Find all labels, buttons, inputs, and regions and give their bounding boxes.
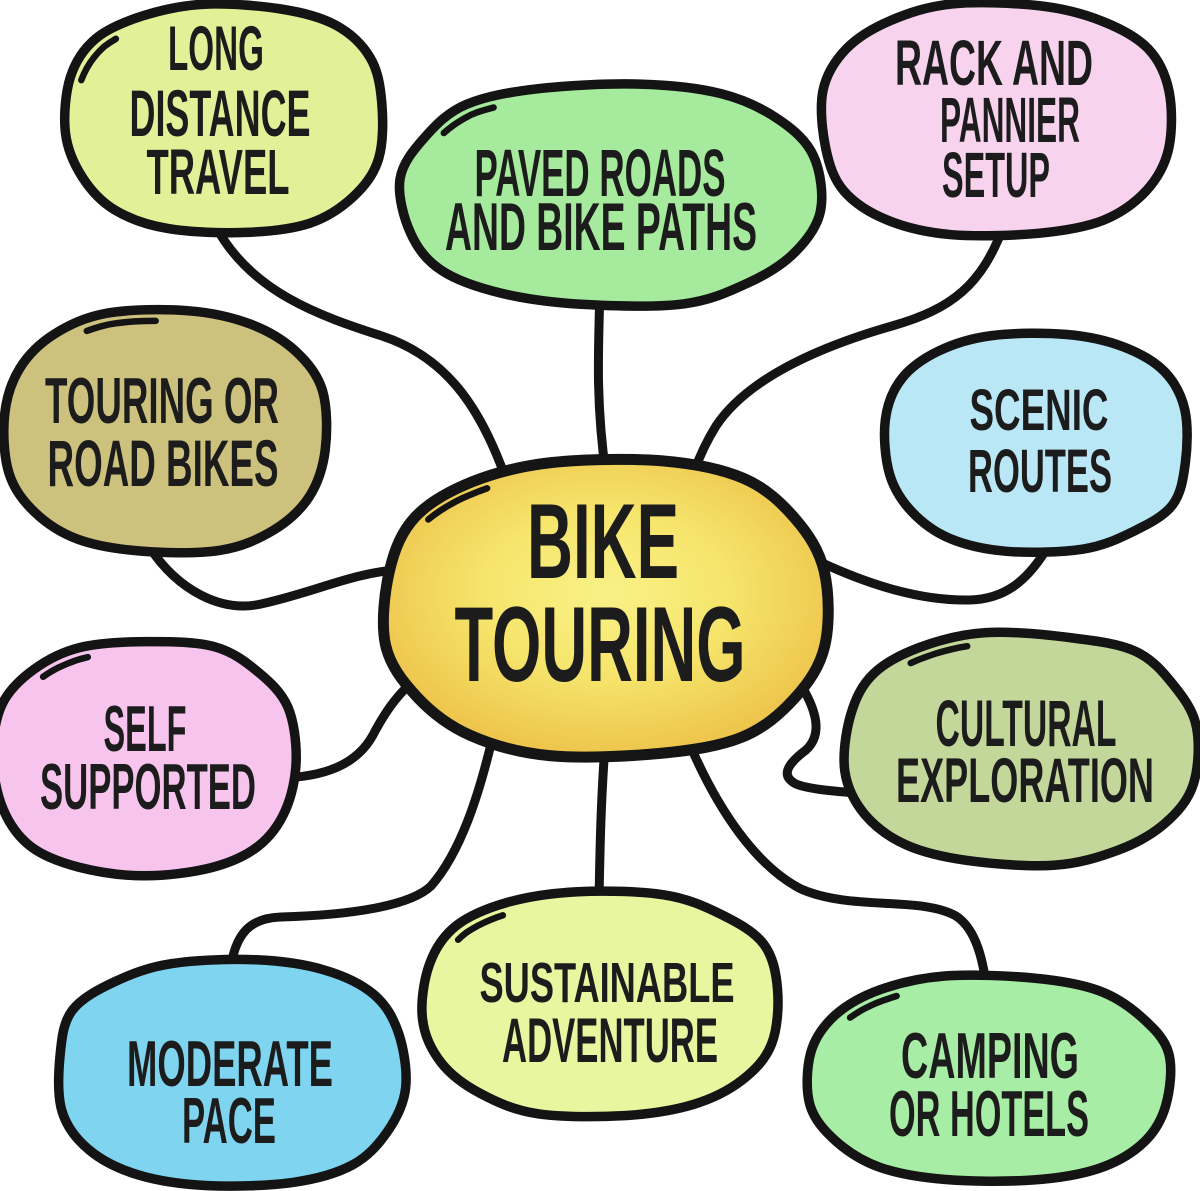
- svg-text:AND BIKE PATHS: AND BIKE PATHS: [445, 189, 757, 265]
- svg-text:TOURING: TOURING: [455, 584, 746, 704]
- svg-text:OR HOTELS: OR HOTELS: [889, 1077, 1089, 1150]
- svg-text:EXPLORATION: EXPLORATION: [896, 746, 1154, 816]
- svg-text:PACE: PACE: [182, 1084, 276, 1157]
- svg-text:TRAVEL: TRAVEL: [147, 136, 290, 208]
- svg-text:SUSTAINABLE: SUSTAINABLE: [480, 951, 735, 1015]
- svg-text:PANNIER: PANNIER: [940, 84, 1080, 156]
- svg-text:MODERATE: MODERATE: [127, 1027, 333, 1100]
- svg-text:TOURING OR: TOURING OR: [45, 364, 279, 437]
- svg-text:ROAD BIKES: ROAD BIKES: [48, 426, 279, 500]
- svg-text:RACK AND: RACK AND: [895, 27, 1093, 99]
- svg-text:DISTANCE: DISTANCE: [130, 76, 311, 150]
- svg-text:SELF: SELF: [104, 692, 187, 765]
- svg-text:SUPPORTED: SUPPORTED: [40, 750, 256, 823]
- svg-text:BIKE: BIKE: [527, 481, 679, 601]
- svg-text:SETUP: SETUP: [942, 139, 1050, 211]
- svg-text:SCENIC: SCENIC: [970, 378, 1109, 443]
- svg-text:CAMPING: CAMPING: [901, 1019, 1079, 1092]
- svg-text:CULTURAL: CULTURAL: [936, 686, 1117, 760]
- svg-text:ADVENTURE: ADVENTURE: [502, 1006, 718, 1076]
- svg-text:LONG: LONG: [168, 14, 264, 84]
- svg-text:PAVED ROADS: PAVED ROADS: [475, 136, 726, 211]
- svg-text:ROUTES: ROUTES: [968, 437, 1112, 505]
